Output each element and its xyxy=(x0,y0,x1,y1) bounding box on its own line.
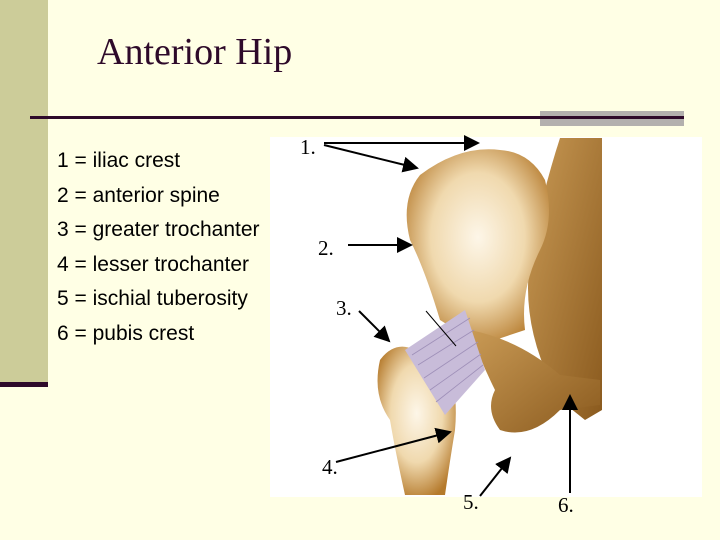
figure-label-5: 5. xyxy=(463,490,479,514)
legend-item: 4 = lesser trochanter xyxy=(57,252,250,276)
legend-item: 2 = anterior spine xyxy=(57,183,220,207)
figure-label-4: 4. xyxy=(322,455,338,479)
legend-item: 5 = ischial tuberosity xyxy=(57,287,248,310)
slide-title: Anterior Hip xyxy=(97,31,293,73)
left-sidebar-bar xyxy=(0,0,48,382)
figure-label-1: 1. xyxy=(300,135,316,159)
legend-list: 1 = iliac crest 2 = anterior spine 3 = g… xyxy=(57,144,260,351)
legend-item: 1 = iliac crest xyxy=(57,149,181,172)
figure-label-2: 2. xyxy=(318,236,334,260)
legend-item: 6 = pubis crest xyxy=(57,321,195,345)
left-sidebar-accent xyxy=(0,382,48,387)
figure-label-6: 6. xyxy=(558,493,574,517)
figure-label-3: 3. xyxy=(336,296,352,320)
legend-item: 3 = greater trochanter xyxy=(57,218,260,241)
title-rule xyxy=(30,116,684,119)
